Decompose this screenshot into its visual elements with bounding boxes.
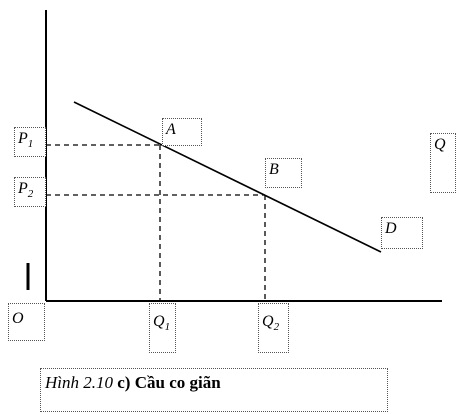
label-p1-text: P1 — [18, 130, 34, 151]
label-subscript: 2 — [273, 321, 280, 334]
label-q2: Q2 — [258, 303, 289, 353]
label-p2: P2 — [14, 177, 46, 207]
label-d-text: D — [385, 220, 397, 237]
demand-curve — [73, 101, 382, 253]
label-subscript: 1 — [164, 321, 171, 334]
label-q-text: Q — [434, 136, 446, 153]
figure-caption: Hình 2.10 c) Cầu co giãn — [40, 368, 388, 412]
label-q-axis: Q — [430, 133, 456, 193]
label-q2-text: Q2 — [262, 313, 280, 334]
label-p2-text: P2 — [18, 180, 34, 201]
label-point-d: D — [381, 217, 423, 249]
label-point-b: B — [265, 158, 302, 188]
label-a-text: A — [166, 121, 176, 138]
figure-title: c) Cầu co giãn — [117, 373, 221, 392]
label-o-text: O — [12, 310, 24, 327]
label-p1: P1 — [14, 127, 46, 157]
label-point-a: A — [162, 118, 202, 146]
figure-number: Hình 2.10 — [45, 373, 113, 392]
label-q1-text: Q1 — [153, 313, 171, 334]
label-q1: Q1 — [149, 303, 176, 353]
label-origin: O — [8, 303, 45, 341]
label-subscript: 2 — [27, 188, 34, 201]
label-b-text: B — [269, 161, 279, 178]
label-subscript: 1 — [27, 138, 34, 151]
